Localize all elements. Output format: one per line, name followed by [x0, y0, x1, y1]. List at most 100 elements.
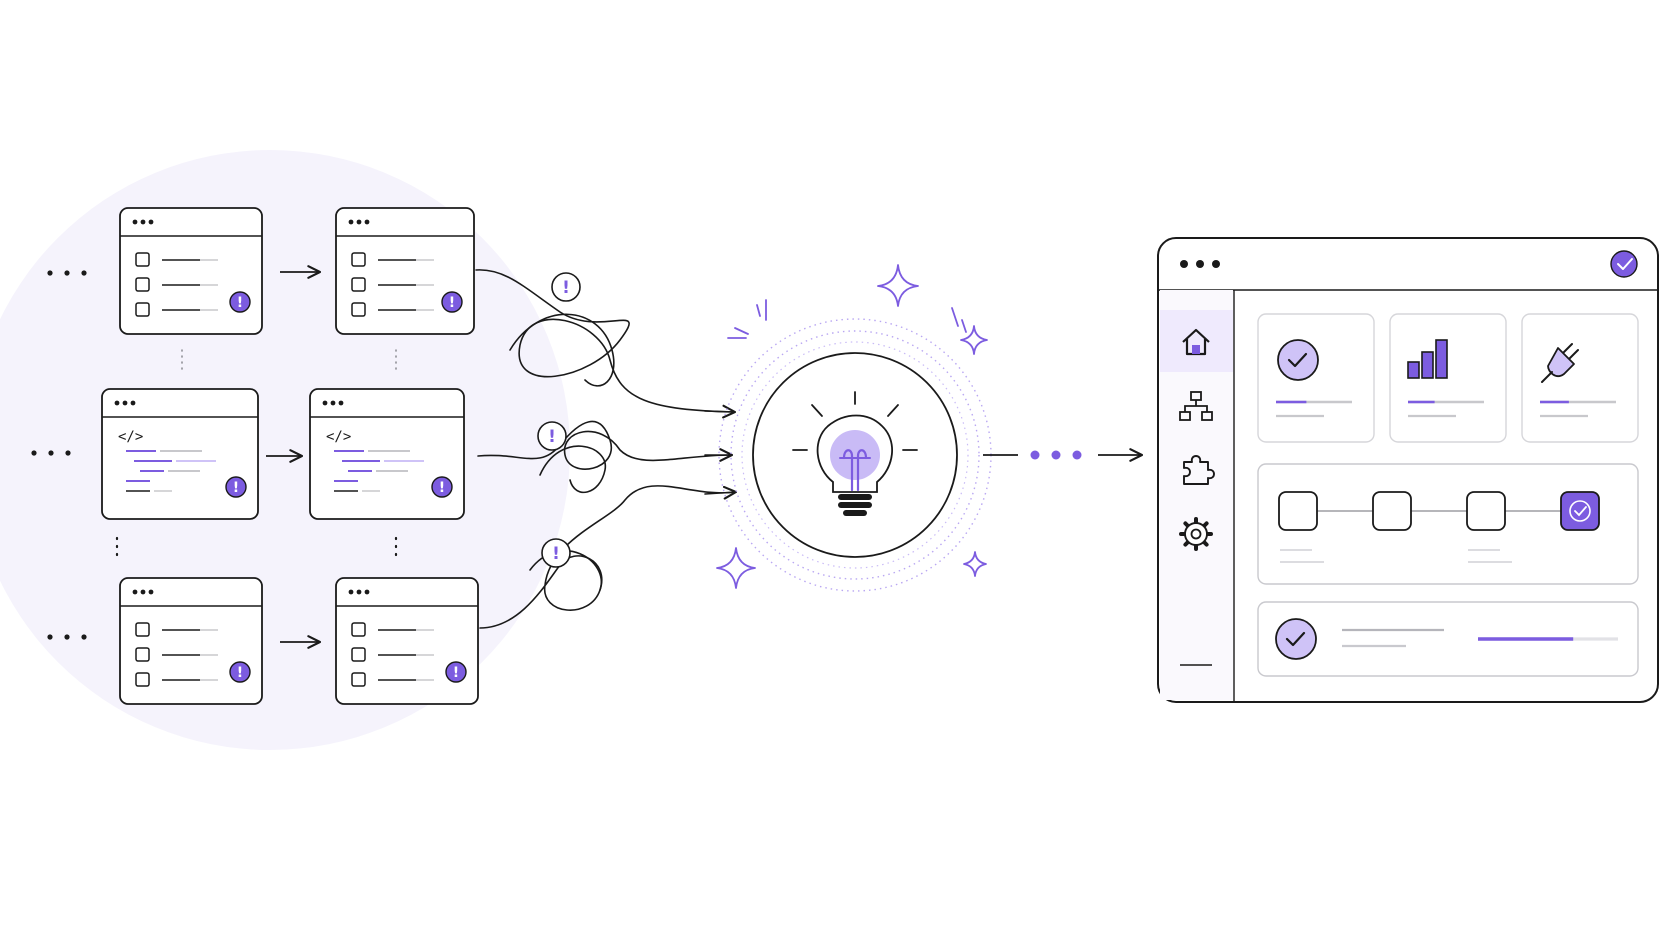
sparkle-icon — [960, 325, 988, 355]
alert-badge — [441, 291, 463, 313]
window-frame — [101, 388, 259, 520]
pipeline-step-box — [1466, 491, 1506, 531]
alert-icon: ! — [225, 476, 247, 498]
checkbox — [135, 672, 150, 687]
window-dot — [1212, 260, 1220, 268]
vertical-connectors — [115, 349, 398, 564]
bar — [1421, 351, 1434, 379]
window-dot — [322, 400, 328, 406]
pipeline-step[interactable] — [1278, 491, 1318, 531]
window-dot — [132, 219, 138, 225]
check-circle — [1275, 618, 1317, 660]
window-dot — [330, 400, 336, 406]
window-dot — [132, 589, 138, 595]
alert-badge — [229, 291, 251, 313]
metric-card[interactable] — [1257, 313, 1375, 443]
card-frame — [1257, 313, 1375, 443]
workflow-window: ! — [119, 577, 263, 705]
tangle-arrow — [704, 485, 738, 500]
pipeline-step[interactable] — [1466, 491, 1506, 531]
tangled-lines — [475, 269, 738, 629]
alert-icon: ! — [537, 421, 567, 451]
insight-hub — [716, 264, 992, 592]
check-circle-icon — [1569, 500, 1591, 522]
window-frame — [119, 577, 263, 705]
summary-frame — [1257, 601, 1639, 677]
workflow-window: </>! — [101, 388, 259, 520]
puzzle-icon — [1183, 455, 1215, 485]
pipeline-frame — [1257, 463, 1639, 585]
alert-glyph: ! — [237, 665, 243, 681]
plug-prongs — [1541, 343, 1579, 383]
plug-body — [1547, 347, 1575, 378]
alert-badge — [225, 476, 247, 498]
checkbox — [351, 672, 366, 687]
check-circle-icon — [1275, 618, 1317, 660]
alert-glyph: ! — [439, 480, 445, 496]
checkbox — [351, 302, 366, 317]
workflow-windows: !!</>!</>!!! — [101, 207, 479, 705]
pipeline-step[interactable] — [1372, 491, 1412, 531]
dashboard-window — [1157, 237, 1659, 703]
alert-marker-ring — [541, 538, 571, 568]
window-dot — [348, 589, 354, 595]
checkbox — [135, 277, 150, 292]
background-halo — [0, 150, 570, 750]
window-dot — [140, 589, 146, 595]
checkbox — [135, 302, 150, 317]
checkbox — [135, 647, 150, 662]
check-mark — [1285, 631, 1306, 647]
checkbox — [135, 252, 150, 267]
pipeline-step[interactable] — [1560, 491, 1600, 531]
gear-body — [1184, 522, 1208, 546]
alert-marker-glyph: ! — [562, 278, 570, 298]
alert-glyph: ! — [237, 295, 243, 311]
check-mark — [1287, 352, 1308, 368]
bar-chart-icon — [1407, 339, 1448, 379]
sidebar-item[interactable] — [1179, 391, 1213, 421]
sidebar-item[interactable] — [1179, 517, 1213, 551]
metric-card[interactable] — [1521, 313, 1639, 443]
pipeline-step-box — [1560, 491, 1600, 531]
pipeline-step-box — [1372, 491, 1412, 531]
code-tag: </> — [326, 429, 351, 445]
checkbox — [351, 647, 366, 662]
metric-card[interactable] — [1389, 313, 1507, 443]
window-dot — [148, 589, 154, 595]
edges — [1184, 400, 1208, 412]
home-door — [1192, 345, 1200, 354]
summary-panel[interactable] — [1257, 601, 1639, 677]
workflow-window: ! — [335, 577, 479, 705]
sidebar-item[interactable] — [1160, 310, 1233, 372]
left-ellipsis — [31, 270, 87, 640]
workflow-window: ! — [119, 207, 263, 335]
alert-icon: ! — [441, 291, 463, 313]
checkbox — [351, 277, 366, 292]
alert-icon: ! — [229, 291, 251, 313]
code-tag: </> — [118, 429, 143, 445]
status-check — [1617, 258, 1633, 270]
sparkle-icon — [877, 264, 919, 307]
hierarchy-icon — [1179, 391, 1213, 421]
pipeline-panel — [1257, 463, 1639, 585]
sparkle-icon — [963, 551, 987, 577]
tangle-alert-markers: !!! — [537, 272, 581, 568]
window-dot — [1180, 260, 1188, 268]
gear-teeth — [1179, 517, 1213, 551]
window-dot — [348, 219, 354, 225]
check-icon[interactable] — [1610, 250, 1638, 278]
window-frame — [335, 207, 475, 335]
alert-icon: ! — [551, 272, 581, 302]
output-connector — [983, 448, 1144, 462]
sidebar-item[interactable] — [1183, 455, 1215, 485]
sparkle-icon — [716, 547, 756, 589]
alert-marker-ring — [551, 272, 581, 302]
alert-glyph: ! — [449, 295, 455, 311]
bar — [1435, 339, 1448, 379]
puzzle-shape — [1183, 455, 1215, 485]
alert-marker-glyph: ! — [548, 427, 556, 447]
sidebar-item-highlight — [1160, 310, 1233, 372]
dotted-ring — [741, 341, 969, 569]
alert-marker-ring — [537, 421, 567, 451]
dotted-ring — [730, 330, 980, 580]
